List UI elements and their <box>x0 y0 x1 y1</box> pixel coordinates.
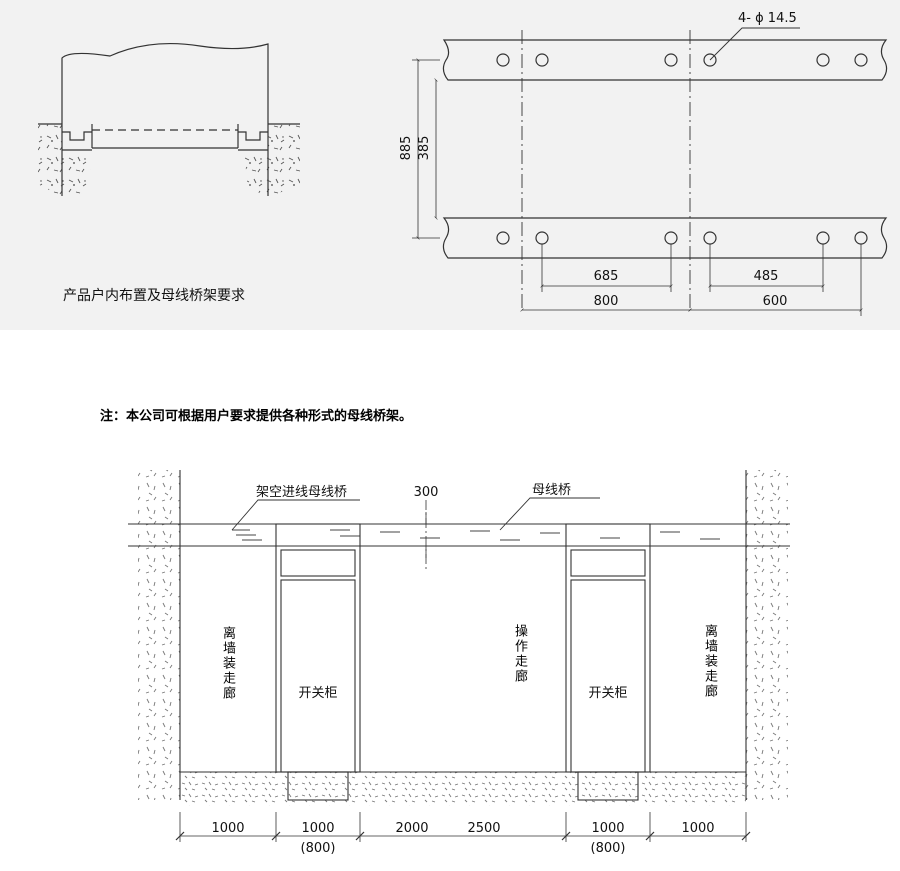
dim-right-cabinet: 1000 <box>591 821 624 836</box>
label-overhead-bridge: 架空进线母线桥 <box>256 485 347 500</box>
dim-485: 485 <box>754 269 779 284</box>
dim-800: 800 <box>594 294 619 309</box>
dim-operation-2000: 2000 <box>395 821 428 836</box>
dim-right-corridor: 1000 <box>681 821 714 836</box>
label-300: 300 <box>414 485 439 500</box>
left-corridor-label: 离墙装走廊 <box>220 626 235 701</box>
note: 注：本公司可根据用户要求提供各种形式的母线桥架。 <box>100 409 413 424</box>
plan-view-drawing <box>412 27 888 316</box>
label-busbar-bridge: 母线桥 <box>532 483 571 498</box>
operation-corridor-label: 操作走廊 <box>512 624 527 684</box>
caption: 产品户内布置及母线桥架要求 <box>63 287 245 304</box>
dim-alt-left: (800) <box>301 841 336 856</box>
right-corridor-label: 离墙装走廊 <box>702 624 717 699</box>
cross-section-drawing <box>38 42 300 196</box>
dim-left-cabinet: 1000 <box>301 821 334 836</box>
hole-label: 4- ϕ 14.5 <box>738 11 797 26</box>
switchgear-left-label: 开关柜 <box>298 686 337 701</box>
room-layout-drawing <box>128 470 790 842</box>
dim-alt-right: (800) <box>591 841 626 856</box>
dim-left-corridor: 1000 <box>211 821 244 836</box>
dim-operation-2500: 2500 <box>467 821 500 836</box>
dim-885: 885 <box>399 136 414 161</box>
dim-600: 600 <box>763 294 788 309</box>
dim-385: 385 <box>417 136 432 161</box>
dim-685: 685 <box>594 269 619 284</box>
switchgear-right-label: 开关柜 <box>588 686 627 701</box>
